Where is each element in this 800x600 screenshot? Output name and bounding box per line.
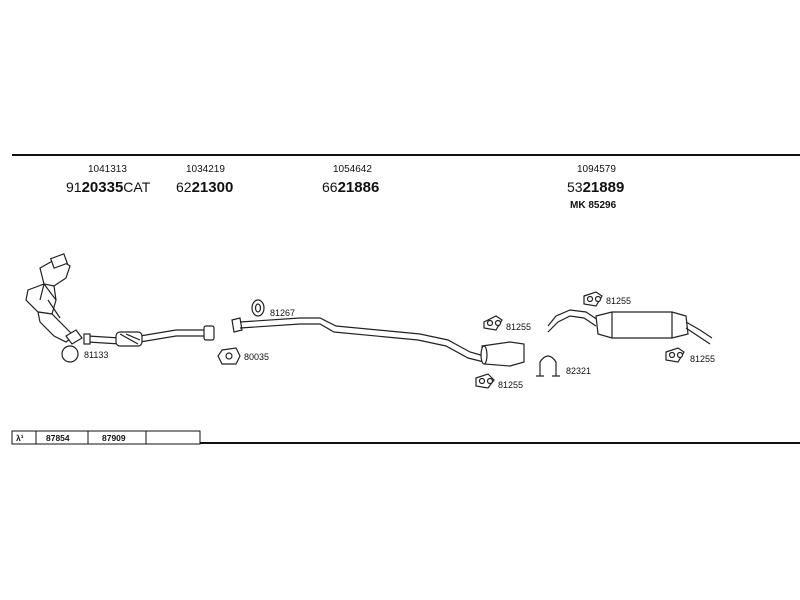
callout-81255-a: 81255	[506, 322, 531, 332]
rear-silencer-oe-number: 1094579	[577, 164, 616, 175]
rear-silencer-extra-number: MK 85296	[570, 200, 617, 211]
legend-lambda-label: λ¹	[16, 433, 24, 443]
callout-81255-d: 81255	[690, 354, 715, 364]
rear-silencer-drawing: 81255 81255	[547, 291, 715, 364]
callout-81133: 81133	[84, 350, 108, 360]
middle-pipe-label: 1054642 6621886	[322, 164, 379, 196]
rear-silencer-label: 1094579 5321889 MK 85296	[567, 164, 624, 211]
hanger-81255-middle-top: 81255	[483, 315, 531, 332]
lambda-legend-table: λ¹ 87854 87909	[11, 430, 201, 445]
front-pipe-oe-number: 1034219	[186, 164, 225, 175]
clamp-82321: 82321	[536, 355, 591, 377]
callout-82321: 82321	[566, 366, 591, 376]
front-pipe-label: 1034219 6221300	[176, 164, 233, 196]
hanger-81255-middle-bottom: 81255	[475, 373, 523, 390]
middle-pipe-drawing: 81267	[231, 299, 525, 367]
catalyst-label: 1041313 9120335CAT	[66, 164, 151, 196]
callout-80035: 80035	[244, 352, 269, 362]
catalyst-oe-number: 1041313	[88, 164, 127, 175]
catalyst-part-number: 9120335CAT	[66, 179, 151, 196]
front-pipe-part-number: 6221300	[176, 179, 233, 196]
rear-silencer-part-number: 5321889	[567, 179, 624, 196]
callout-81255-b: 81255	[498, 380, 523, 390]
legend-cell-2: 87909	[102, 433, 126, 443]
legend-cell-1: 87854	[46, 433, 70, 443]
callout-81267: 81267	[270, 308, 295, 318]
middle-pipe-oe-number: 1054642	[333, 164, 372, 175]
front-pipe-drawing: 80035	[83, 325, 269, 365]
callout-81255-c: 81255	[606, 296, 631, 306]
gasket-ring-81133	[61, 345, 79, 363]
middle-pipe-part-number: 6621886	[322, 179, 379, 196]
catalyst-drawing: 81133	[25, 253, 108, 363]
